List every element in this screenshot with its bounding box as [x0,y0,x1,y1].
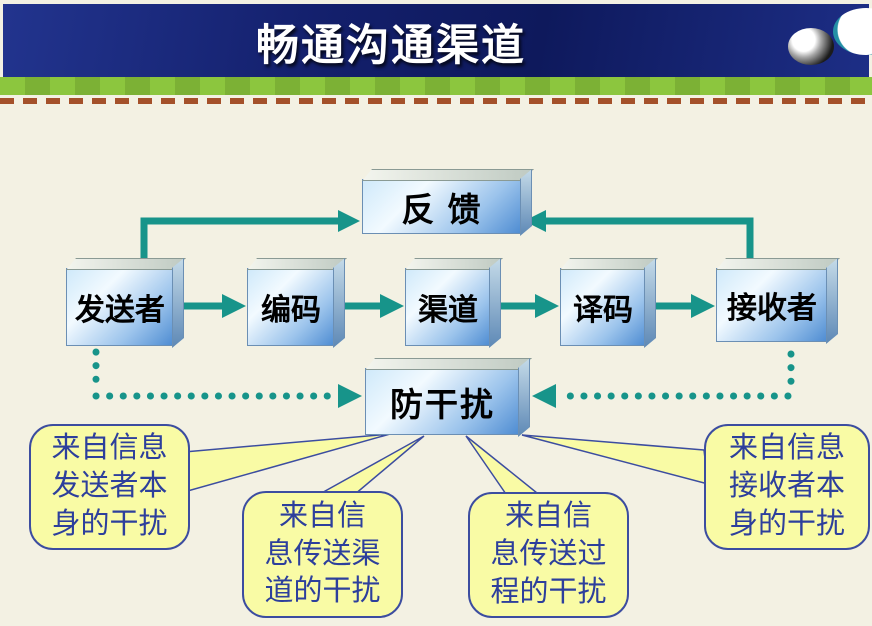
flow-box-receiver: 接收者 [716,268,828,342]
flow-box-receiver-label: 接收者 [727,292,817,325]
callout-line: 息传送渠 [264,537,381,570]
flow-box-sender: 发送者 [66,268,174,346]
receiver-to-anti-dotted-arrow [532,350,795,408]
callout-line: 程的干扰 [490,575,607,608]
flow-box-decode-label: 译码 [573,294,633,327]
feedback-label: 反 馈 [401,190,483,228]
callout-process-interference: 来自信 息传送过 程的干扰 [468,492,629,618]
callout-line: 来自信息 [728,432,845,465]
callout-line: 发送者本 [51,470,168,503]
anti-interference-label: 防干扰 [390,385,495,423]
flow-box-encode-label: 编码 [261,294,321,327]
callout-line: 身的干扰 [51,507,168,540]
flow-box-sender-label: 发送者 [75,294,165,327]
callout-line: 身的干扰 [728,507,845,540]
feedback-box: 反 馈 [362,179,522,234]
callout-line: 道的干扰 [264,575,381,608]
callout-line: 来自信息 [51,432,168,465]
sender-to-anti-dotted-arrow [92,348,362,408]
sphere-decoration-small-icon [788,28,834,65]
flow-box-decode: 译码 [560,268,646,346]
callout-line: 接收者本 [728,470,845,503]
receiver-to-feedback-arrow [524,210,754,264]
page-title: 畅通沟通渠道 [256,22,526,70]
callout-line: 来自信 [504,500,592,533]
flow-box-channel-label: 渠道 [418,294,478,327]
callout-line: 来自信 [278,499,366,532]
callout-tails [183,433,709,498]
green-stripe-divider [0,77,872,95]
callout-line: 息传送过 [490,538,607,571]
anti-interference-box: 防干扰 [365,368,520,435]
callout-sender-interference: 来自信息 发送者本 身的干扰 [29,424,190,550]
sender-to-feedback-arrow [140,210,360,263]
flow-box-encode: 编码 [247,268,335,346]
flow-box-channel: 渠道 [405,268,491,346]
callout-receiver-interference: 来自信息 接收者本 身的干扰 [704,424,870,550]
title-bar: 畅通沟通渠道 [3,4,872,77]
red-dashed-divider [0,98,872,104]
callout-channel-interference: 来自信 息传送渠 道的干扰 [242,491,403,618]
